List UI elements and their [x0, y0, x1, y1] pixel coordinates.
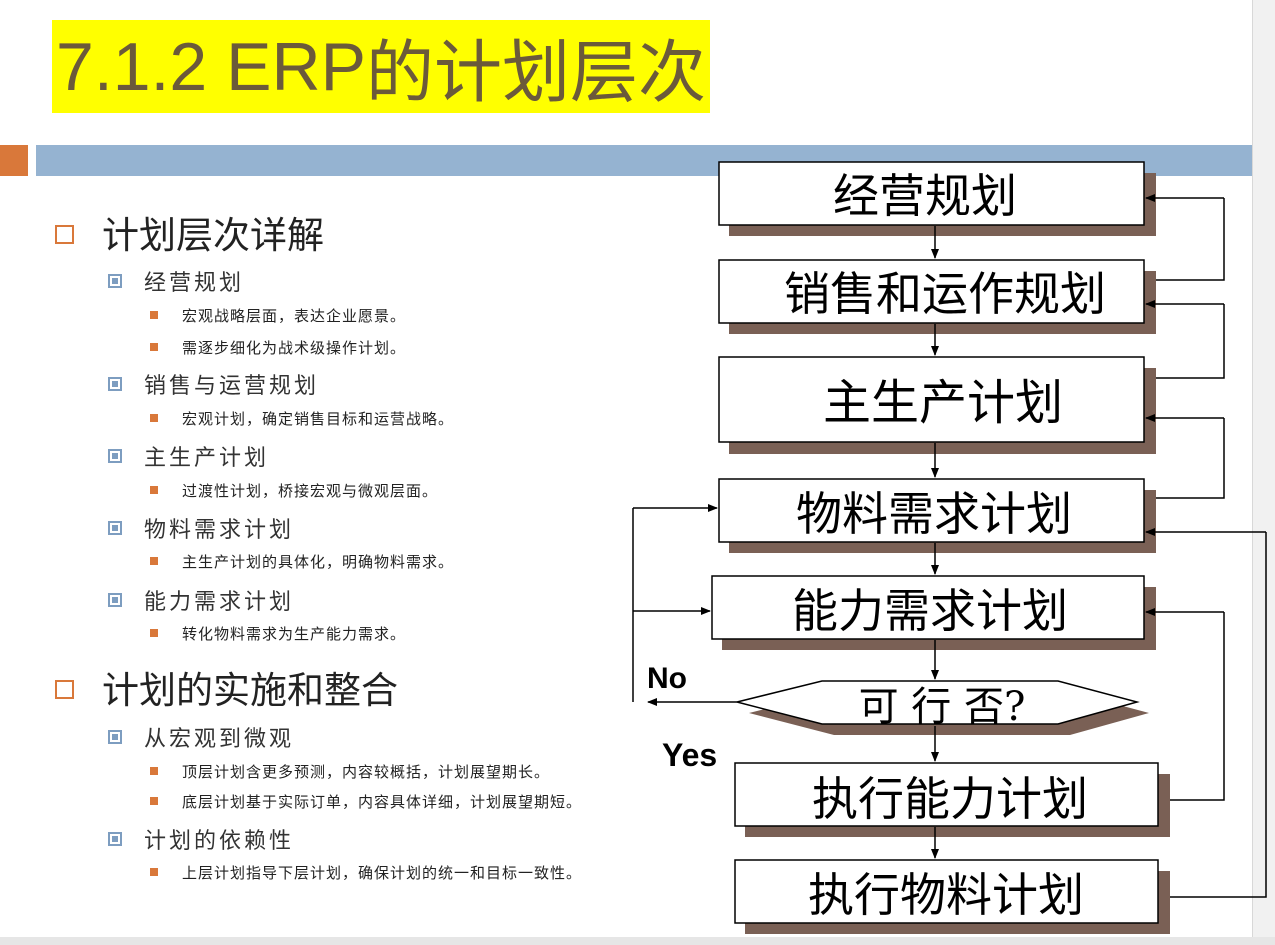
bullet-dot-icon [150, 767, 158, 775]
outline-subitem: 能力需求计划 [108, 584, 294, 616]
outline-detail: 顶层计划含更多预测，内容较概括，计划展望期长。 [150, 761, 550, 782]
subitem-label: 从宏观到微观 [144, 727, 295, 752]
subitem-label: 能力需求计划 [144, 590, 295, 615]
no-label: No [647, 662, 687, 695]
box-crp [711, 575, 1145, 640]
bullet-dot-icon [150, 868, 158, 876]
box-label: 执行物料计划 [808, 868, 1084, 922]
subitem-label: 主生产计划 [144, 446, 270, 471]
bullet-box-icon [108, 521, 122, 535]
title-cjk: 的计划层次 [365, 34, 706, 113]
feedback-line [1156, 304, 1225, 379]
accent-square [0, 145, 28, 176]
outline-subitem: 计划的依赖性 [108, 823, 294, 855]
detail-text: 上层计划指导下层计划，确保计划的统一和目标一致性。 [182, 864, 583, 882]
subitem-label: 销售与运营规划 [144, 374, 320, 399]
bullet-dot-icon [150, 629, 158, 637]
outline-detail: 转化物料需求为生产能力需求。 [150, 623, 406, 644]
bullet-dot-icon [150, 797, 158, 805]
heading-label: 计划的实施和整合 [102, 669, 398, 712]
window-right-edge [1252, 0, 1275, 945]
bullet-dot-icon [150, 486, 158, 494]
bullet-box-icon [108, 377, 122, 391]
detail-text: 宏观计划，确定销售目标和运营战略。 [182, 410, 455, 428]
bullet-box-icon [108, 274, 122, 288]
detail-text: 过渡性计划，桥接宏观与微观层面。 [182, 482, 439, 500]
outline-heading: 计划层次详解 [55, 205, 324, 259]
outline-detail: 宏观战略层面，表达企业愿景。 [150, 305, 406, 326]
decision-diamond [736, 680, 1140, 725]
subitem-label: 物料需求计划 [144, 518, 295, 543]
outline-subitem: 物料需求计划 [108, 512, 294, 544]
outline-detail: 需逐步细化为战术级操作计划。 [150, 337, 406, 358]
box-business-plan [718, 161, 1145, 226]
box-label: 主生产计划 [823, 375, 1063, 431]
box-exec-capacity [734, 762, 1159, 827]
outline-detail: 主生产计划的具体化，明确物料需求。 [150, 551, 454, 572]
box-mps [718, 356, 1145, 443]
outline-subitem: 主生产计划 [108, 440, 269, 472]
outline-subitem: 经营规划 [108, 265, 244, 297]
feedback-line [1170, 532, 1267, 898]
box-label: 执行能力计划 [812, 772, 1088, 826]
outline-detail: 底层计划基于实际订单，内容具体详细，计划展望期短。 [150, 791, 582, 812]
outline-subitem: 从宏观到微观 [108, 721, 294, 753]
bullet-box-icon [108, 593, 122, 607]
bullet-dot-icon [150, 311, 158, 319]
outline-heading: 计划的实施和整合 [55, 660, 398, 714]
box-sop [718, 259, 1145, 324]
title-latin: 7.1.2 ERP [56, 28, 366, 105]
box-label: 销售和运作规划 [784, 267, 1106, 321]
outline-detail: 上层计划指导下层计划，确保计划的统一和目标一致性。 [150, 862, 582, 883]
detail-text: 底层计划基于实际订单，内容具体详细，计划展望期短。 [182, 793, 583, 811]
outline-subitem: 销售与运营规划 [108, 368, 319, 400]
subitem-label: 计划的依赖性 [144, 829, 295, 854]
window-bottom-edge [0, 937, 1275, 945]
outline-detail: 过渡性计划，桥接宏观与微观层面。 [150, 480, 438, 501]
box-label: 经营规划 [833, 169, 1017, 223]
bullet-dot-icon [150, 414, 158, 422]
yes-label: Yes [662, 737, 717, 773]
bullet-box-icon [108, 832, 122, 846]
decision-label: 可 行 否? [859, 684, 1026, 730]
box-label: 物料需求计划 [796, 487, 1072, 541]
bullet-square-icon [55, 225, 74, 244]
box-exec-material [734, 859, 1159, 924]
feedback-line [1170, 612, 1225, 801]
detail-text: 需逐步细化为战术级操作计划。 [182, 339, 407, 357]
feedback-line [1156, 418, 1225, 499]
box-label: 能力需求计划 [792, 584, 1068, 638]
subitem-label: 经营规划 [144, 271, 245, 296]
heading-label: 计划层次详解 [102, 214, 324, 257]
bullet-box-icon [108, 730, 122, 744]
bullet-dot-icon [150, 343, 158, 351]
feedback-line [1156, 198, 1225, 281]
bullet-dot-icon [150, 557, 158, 565]
detail-text: 顶层计划含更多预测，内容较概括，计划展望期长。 [182, 763, 551, 781]
detail-text: 宏观战略层面，表达企业愿景。 [182, 307, 407, 325]
box-mrp [718, 478, 1145, 543]
detail-text: 转化物料需求为生产能力需求。 [182, 625, 407, 643]
outline-detail: 宏观计划，确定销售目标和运营战略。 [150, 408, 454, 429]
detail-text: 主生产计划的具体化，明确物料需求。 [182, 553, 455, 571]
bullet-square-icon [55, 680, 74, 699]
bullet-box-icon [108, 449, 122, 463]
